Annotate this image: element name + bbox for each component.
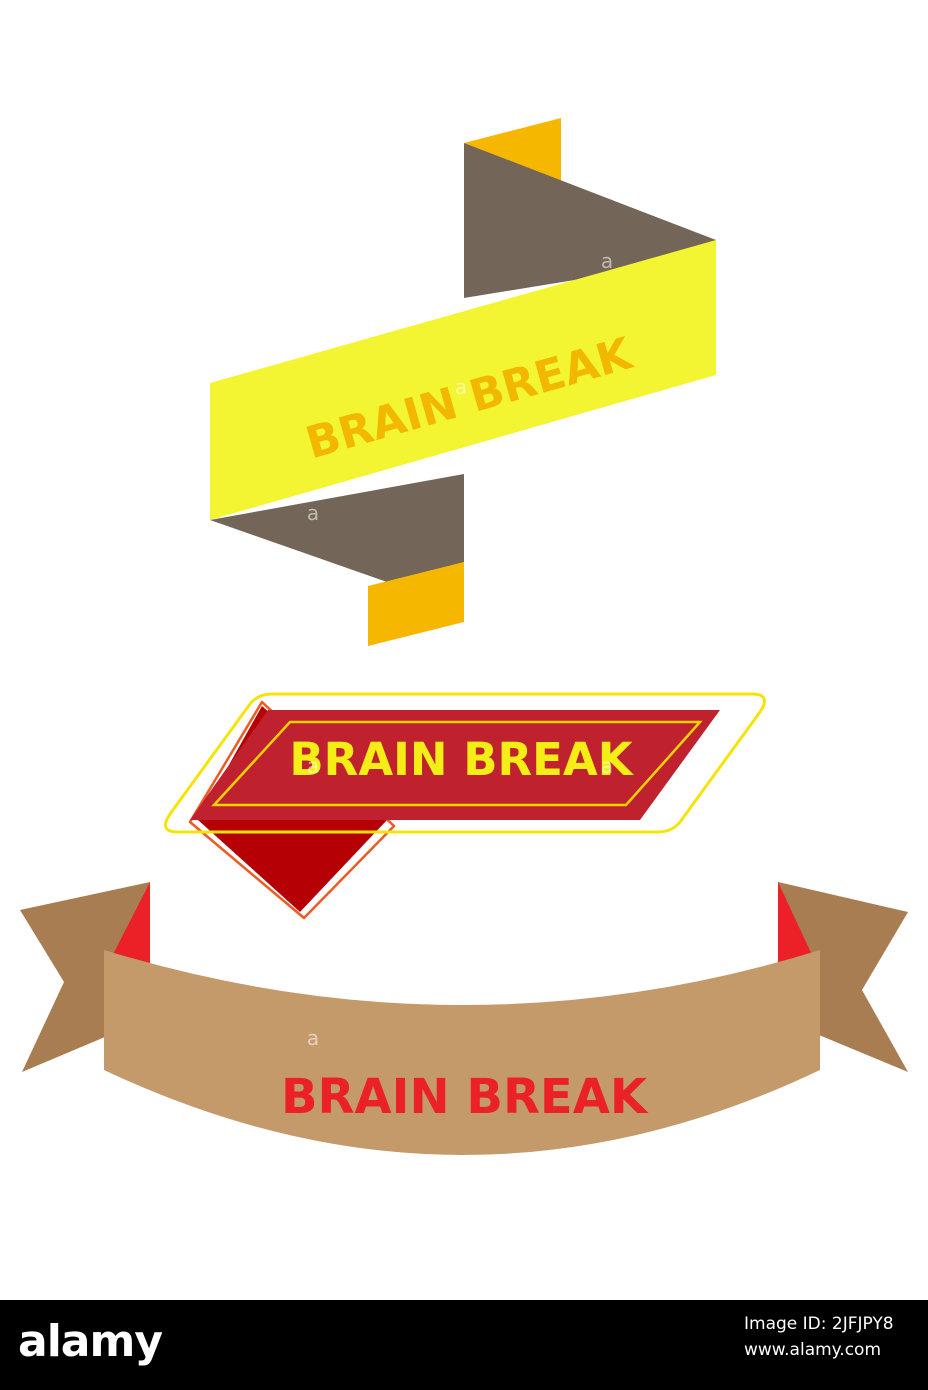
artwork-canvas: BRAIN BREAK BRAIN BREAK BRAIN BREAK a a … — [20, 118, 908, 1177]
watermark-glyph: a — [307, 1026, 319, 1050]
watermark-glyph: a — [455, 375, 467, 399]
watermark: a a a a a a a a a — [307, 249, 613, 1177]
footer-bar: alamy Image ID: 2JFJPY8 www.alamy.com — [0, 1300, 928, 1390]
yellow-banner-bottom-tip — [368, 562, 464, 646]
watermark-glyph: a — [307, 754, 319, 778]
red-tag-text: BRAIN BREAK — [289, 733, 634, 786]
brand-logo: alamy — [18, 1316, 163, 1367]
yellow-banner-bottom-fold — [210, 474, 464, 609]
image-id-label: Image ID: 2JFJPY8 — [744, 1314, 894, 1334]
watermark-glyph: a — [455, 1153, 467, 1177]
red-tag-band — [190, 710, 720, 820]
site-url: www.alamy.com — [744, 1340, 882, 1360]
yellow-banner-band — [210, 240, 716, 520]
red-tag-inner-line — [211, 720, 703, 807]
red-tag-outer-outline — [164, 692, 766, 834]
red-tag-banner: BRAIN BREAK — [164, 692, 766, 920]
watermark-glyph: a — [455, 626, 467, 650]
tan-ribbon-band — [104, 950, 820, 1155]
watermark-glyph: a — [455, 879, 467, 903]
watermark-glyph: a — [601, 249, 613, 273]
tan-ribbon-text: BRAIN BREAK — [281, 1069, 649, 1125]
watermark-glyph: a — [307, 501, 319, 525]
watermark-glyph: a — [601, 754, 613, 778]
tan-ribbon-banner: BRAIN BREAK — [20, 882, 908, 1155]
